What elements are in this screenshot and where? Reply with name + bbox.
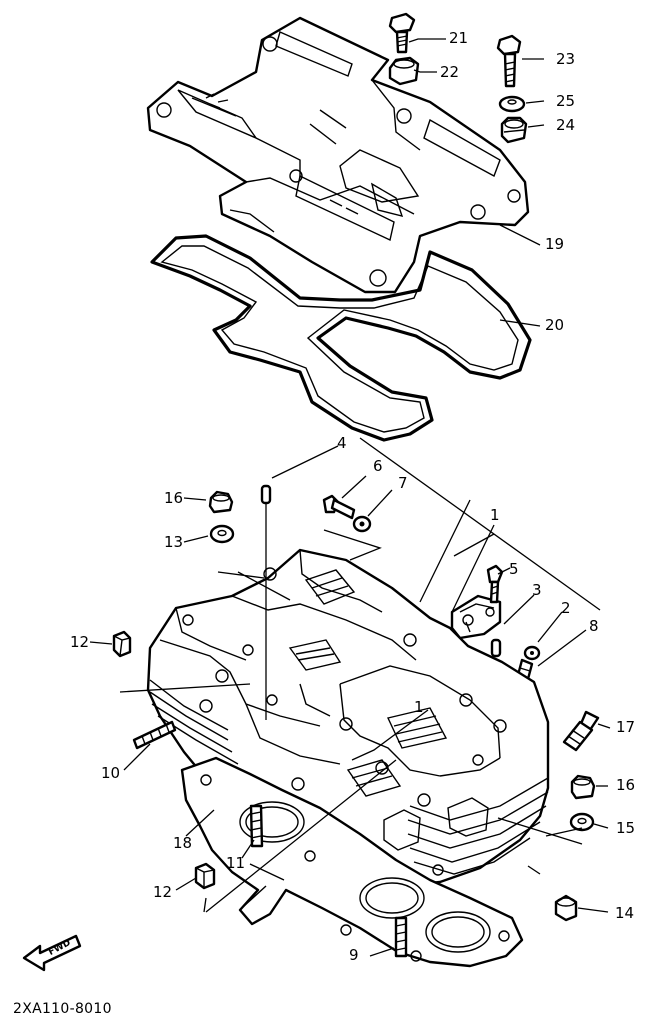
callout-19: 19 [545, 235, 565, 253]
dowel-pin-4 [260, 484, 272, 505]
callout-8: 8 [589, 617, 599, 635]
forward-arrow-icon [22, 934, 82, 972]
dowel-3 [490, 638, 502, 658]
callout-5: 5 [509, 560, 519, 578]
callout-12-lower: 12 [153, 883, 173, 901]
callout-11: 11 [226, 854, 246, 872]
callout-3: 3 [532, 581, 542, 599]
callout-16-right: 16 [616, 776, 636, 794]
callout-23: 23 [556, 50, 576, 68]
callout-13: 13 [164, 533, 184, 551]
callout-4: 4 [337, 434, 347, 452]
bolt-23 [496, 34, 522, 88]
cap-nut-16-right [570, 774, 596, 800]
head-cover-gasket [150, 234, 532, 442]
stud-10 [132, 720, 177, 750]
callout-10: 10 [101, 764, 121, 782]
cap-bolt-5 [486, 564, 504, 604]
head-gasket-18 [180, 756, 524, 968]
callout-6: 6 [373, 457, 383, 475]
leader-lines [89, 38, 611, 957]
fitting-17 [562, 710, 600, 752]
cover-seal-washer-22 [388, 56, 420, 86]
plug-14 [554, 894, 578, 922]
callout-12-upper: 12 [70, 633, 90, 651]
washer-7 [352, 515, 372, 533]
callout-20: 20 [545, 316, 565, 334]
cover-bolt-21 [388, 12, 416, 54]
callout-2: 2 [561, 599, 571, 617]
callout-15: 15 [616, 819, 636, 837]
cap-nut-16-top [208, 490, 234, 514]
callout-18: 18 [173, 834, 193, 852]
callout-21: 21 [449, 29, 469, 47]
callout-25: 25 [556, 92, 576, 110]
grommet-24 [500, 116, 528, 144]
cap-12-lower [194, 862, 216, 890]
callout-17: 17 [616, 718, 636, 736]
callout-9: 9 [349, 946, 359, 964]
callout-16-top: 16 [164, 489, 184, 507]
diagram-code: 2XA110-8010 [13, 1001, 112, 1017]
washer-15 [569, 812, 595, 832]
callout-1-top: 1 [490, 506, 500, 524]
washer-13 [209, 524, 235, 544]
cap-12-upper [112, 630, 132, 658]
bolt-6 [322, 494, 356, 520]
callout-7: 7 [398, 474, 408, 492]
stud-11 [249, 804, 264, 848]
cylinder-head-cover [146, 16, 530, 294]
callout-1-inner: 1 [414, 698, 424, 716]
callout-24: 24 [556, 116, 576, 134]
washer-2 [523, 645, 541, 661]
washer-25 [498, 95, 526, 113]
callout-22: 22 [440, 63, 460, 81]
stud-9 [394, 916, 408, 958]
callout-14: 14 [615, 904, 635, 922]
